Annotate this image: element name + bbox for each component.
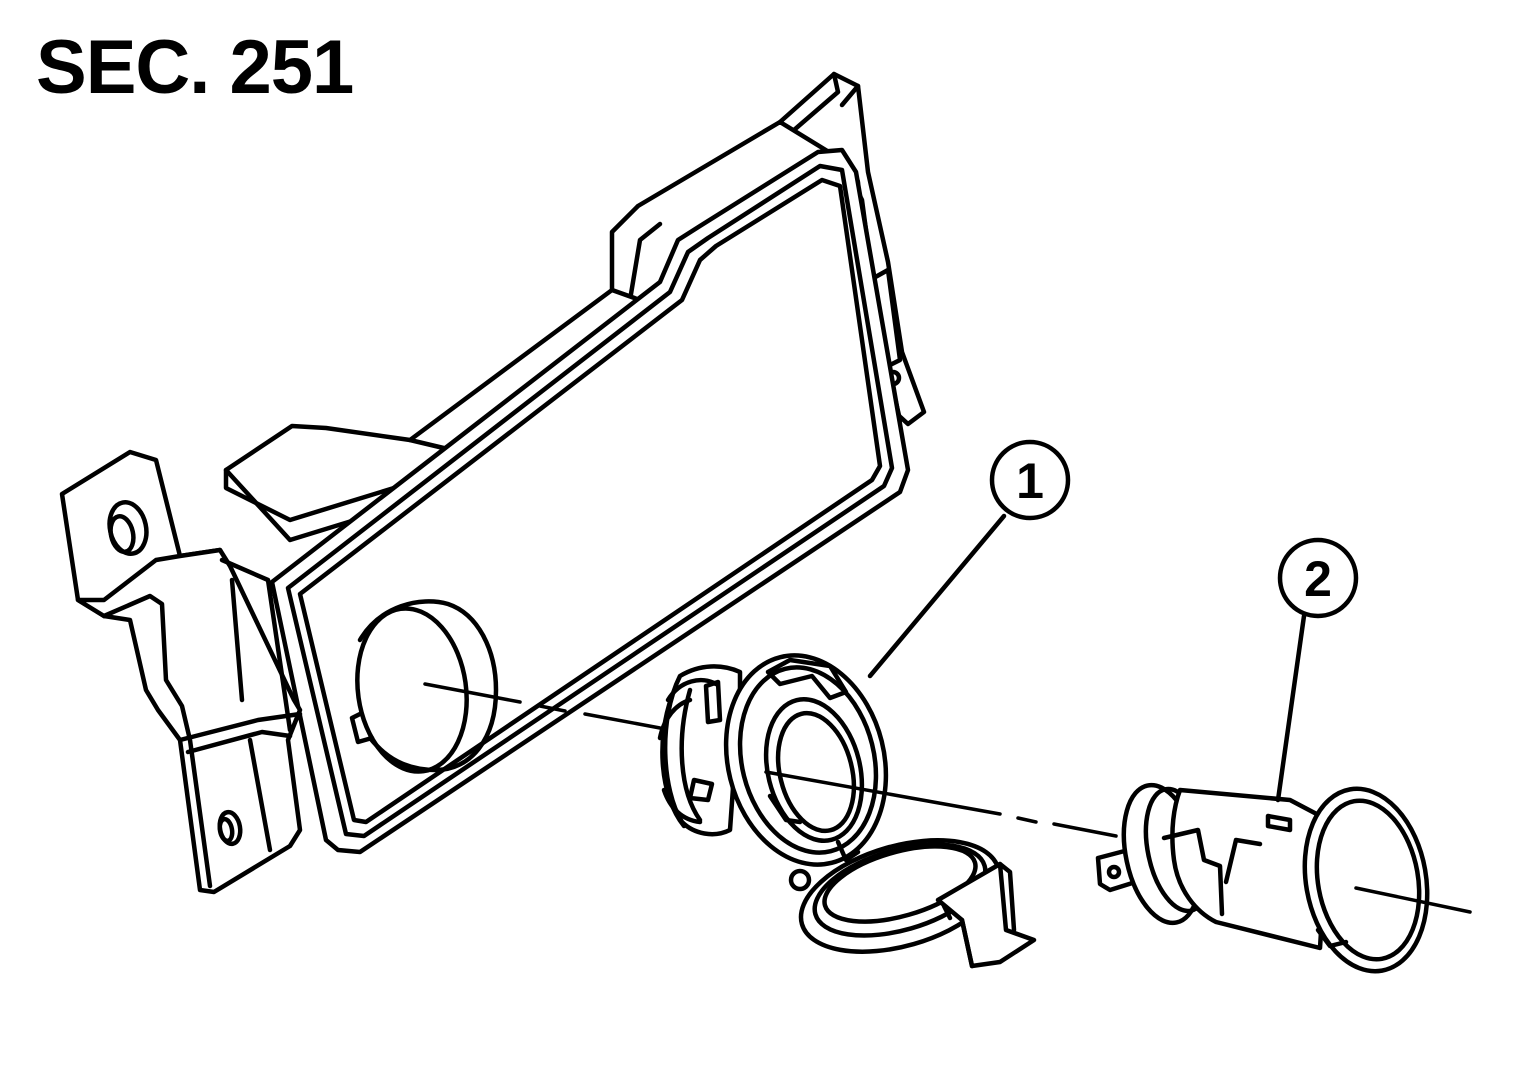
section-title: SEC. 251 [36,25,354,110]
face-plate-hole [349,599,499,774]
bracket-face-plate [269,147,911,855]
callout-2-label: 2 [1304,551,1332,607]
socket-cap [798,838,1037,969]
callout-2: 2 [1275,537,1359,803]
bracket-lower-leg [75,547,303,895]
part-1-socket-ring [657,653,889,892]
part-2-lighter-barrel [1095,782,1430,974]
callout-1-label: 1 [1016,453,1044,509]
callout-1: 1 [867,439,1071,679]
assembly-axis [423,682,1472,914]
bracket-housing [59,71,927,895]
